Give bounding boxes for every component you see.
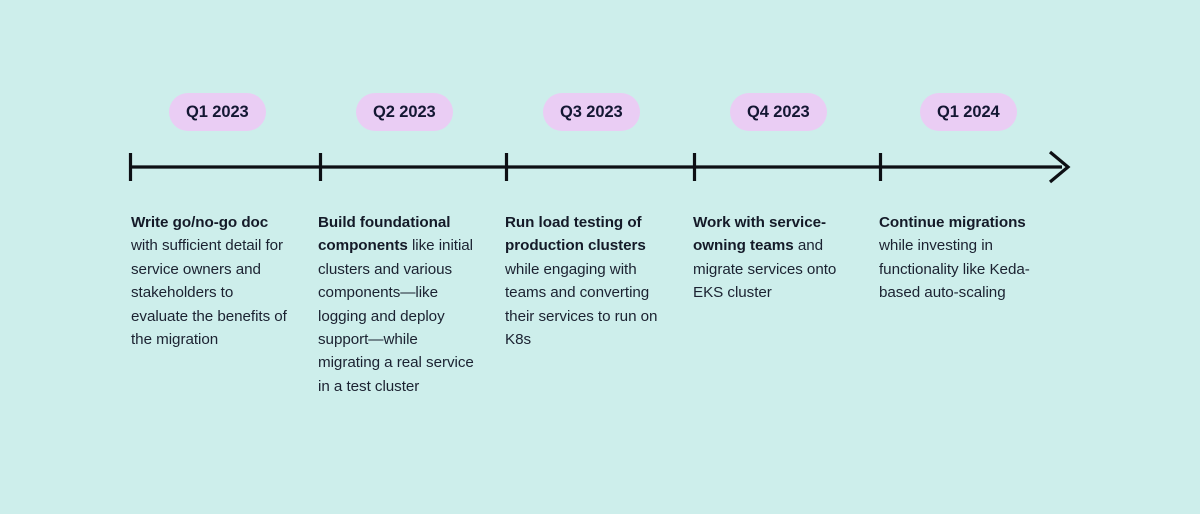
timeline-column-q3-2023: Run load testing of production clusters … bbox=[505, 211, 667, 351]
timeline-column-rest: while engaging with teams and converting… bbox=[505, 260, 658, 349]
timeline-column-rest: and migrate services onto EKS cluster bbox=[693, 237, 837, 302]
timeline-column-rest: while investing in functionality like Ke… bbox=[879, 237, 1030, 302]
timeline-pill-q2-2023[interactable]: Q2 2023 bbox=[356, 93, 453, 131]
timeline-pill-q1-2024[interactable]: Q1 2024 bbox=[920, 93, 1017, 131]
timeline-column-lead: Build foundational components bbox=[318, 214, 451, 255]
timeline-column-lead: Continue migrations bbox=[879, 214, 1026, 231]
timeline-column-q2-2023: Build foundational components like initi… bbox=[318, 211, 480, 398]
timeline-column-q1-2023: Write go/no-go doc with sufficient detai… bbox=[131, 211, 293, 351]
timeline-pill-q4-2023[interactable]: Q4 2023 bbox=[730, 93, 827, 131]
timeline-column-rest: like initial clusters and various compon… bbox=[318, 237, 474, 395]
timeline-pill-row: Q1 2023 Q2 2023 Q3 2023 Q4 2023 Q1 2024 bbox=[129, 93, 1069, 133]
timeline-arrow-icon bbox=[1048, 150, 1071, 184]
timeline-column-lead: Work with service-owning teams bbox=[693, 214, 827, 255]
timeline-column-lead: Write go/no-go doc bbox=[131, 214, 269, 231]
timeline-pill-q1-2023[interactable]: Q1 2023 bbox=[169, 93, 266, 131]
timeline-column-lead: Run load testing of production clusters bbox=[505, 214, 646, 255]
timeline-column-q4-2023: Work with service-owning teams and migra… bbox=[693, 211, 855, 305]
timeline-columns: Write go/no-go doc with sufficient detai… bbox=[131, 211, 1141, 441]
timeline-column-rest: with sufficient detail for service owner… bbox=[131, 237, 287, 349]
timeline-pill-q3-2023[interactable]: Q3 2023 bbox=[543, 93, 640, 131]
timeline-column-q1-2024: Continue migrations while investing in f… bbox=[879, 211, 1041, 305]
